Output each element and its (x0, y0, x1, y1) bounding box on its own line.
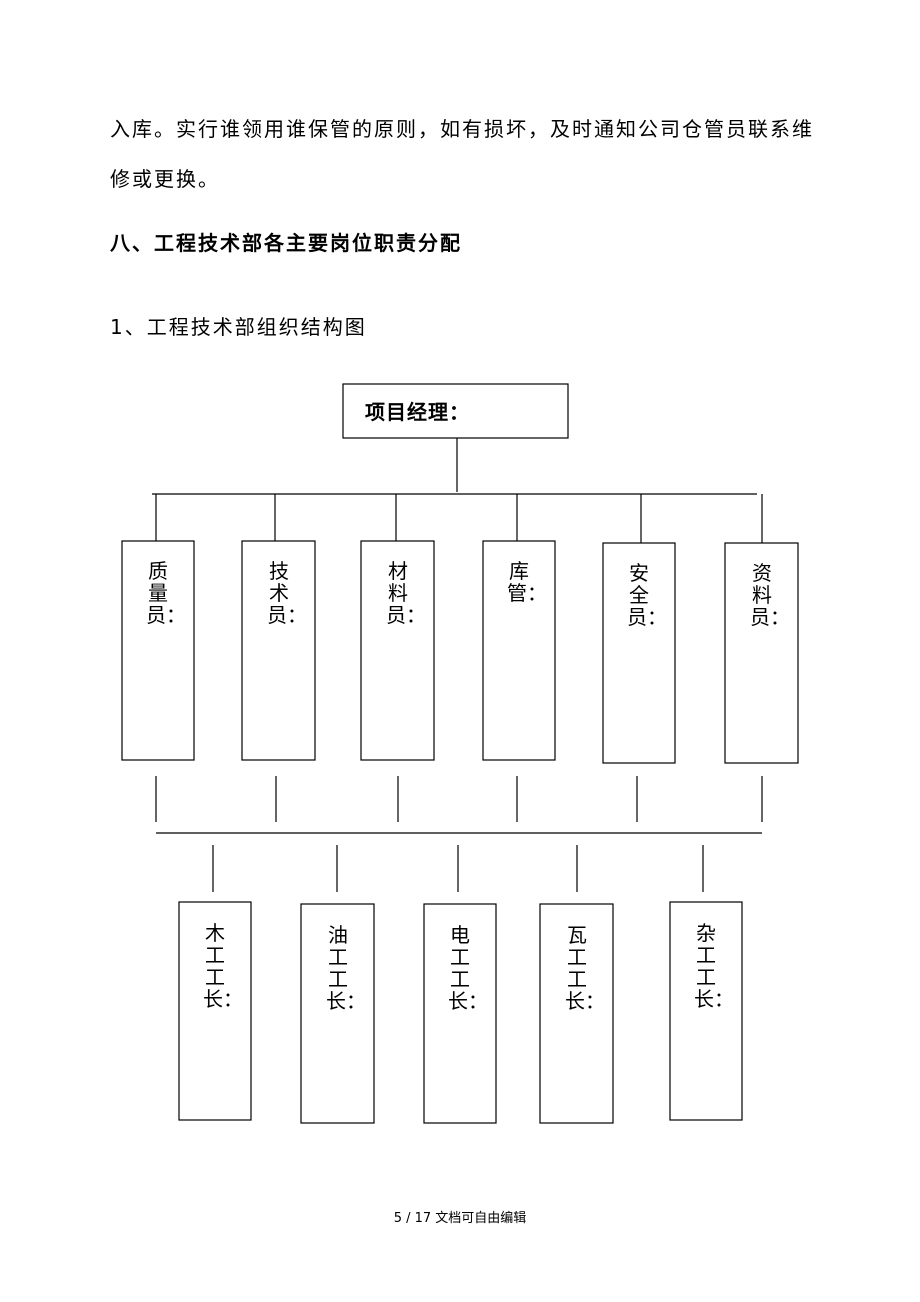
section-heading: 八、工程技术部各主要岗位职责分配 (110, 231, 462, 255)
foreman-label: 电工工长： (448, 923, 488, 1013)
foreman-box-electrical (423, 903, 497, 1124)
foreman-label: 杂工工长： (694, 921, 734, 1011)
foreman-box-general (669, 901, 743, 1121)
foreman-box-carpentry (178, 901, 252, 1121)
staff-label: 资料员： (750, 561, 790, 629)
staff-box-documents (724, 542, 799, 764)
foreman-box-masonry (539, 903, 614, 1124)
foreman-label: 瓦工工长： (565, 923, 605, 1013)
subsection-heading: 1、工程技术部组织结构图 (110, 315, 367, 339)
staff-box-technical (241, 540, 316, 761)
staff-box-materials (360, 540, 435, 761)
manager-label: 项目经理： (365, 400, 470, 424)
paragraph-line-2: 修或更换。 (110, 167, 220, 191)
staff-box-quality (121, 540, 195, 761)
staff-label: 技术员： (267, 559, 307, 627)
staff-label: 库 管： (507, 559, 547, 605)
foreman-label: 油工工长： (326, 923, 366, 1013)
foreman-box-painting (300, 903, 375, 1124)
page-footer: 5 / 17 文档可自由编辑 (393, 1211, 527, 1226)
manager-box (342, 383, 569, 439)
staff-label: 材料员： (386, 559, 426, 627)
foreman-label: 木工工长： (203, 921, 243, 1011)
staff-box-safety (602, 542, 676, 764)
paragraph-line-1: 入库。实行谁领用谁保管的原则，如有损坏，及时通知公司仓管员联系维 (110, 117, 814, 141)
staff-label: 安全员： (627, 561, 667, 629)
staff-box-warehouse (482, 540, 556, 761)
staff-label: 质量员： (146, 559, 186, 627)
